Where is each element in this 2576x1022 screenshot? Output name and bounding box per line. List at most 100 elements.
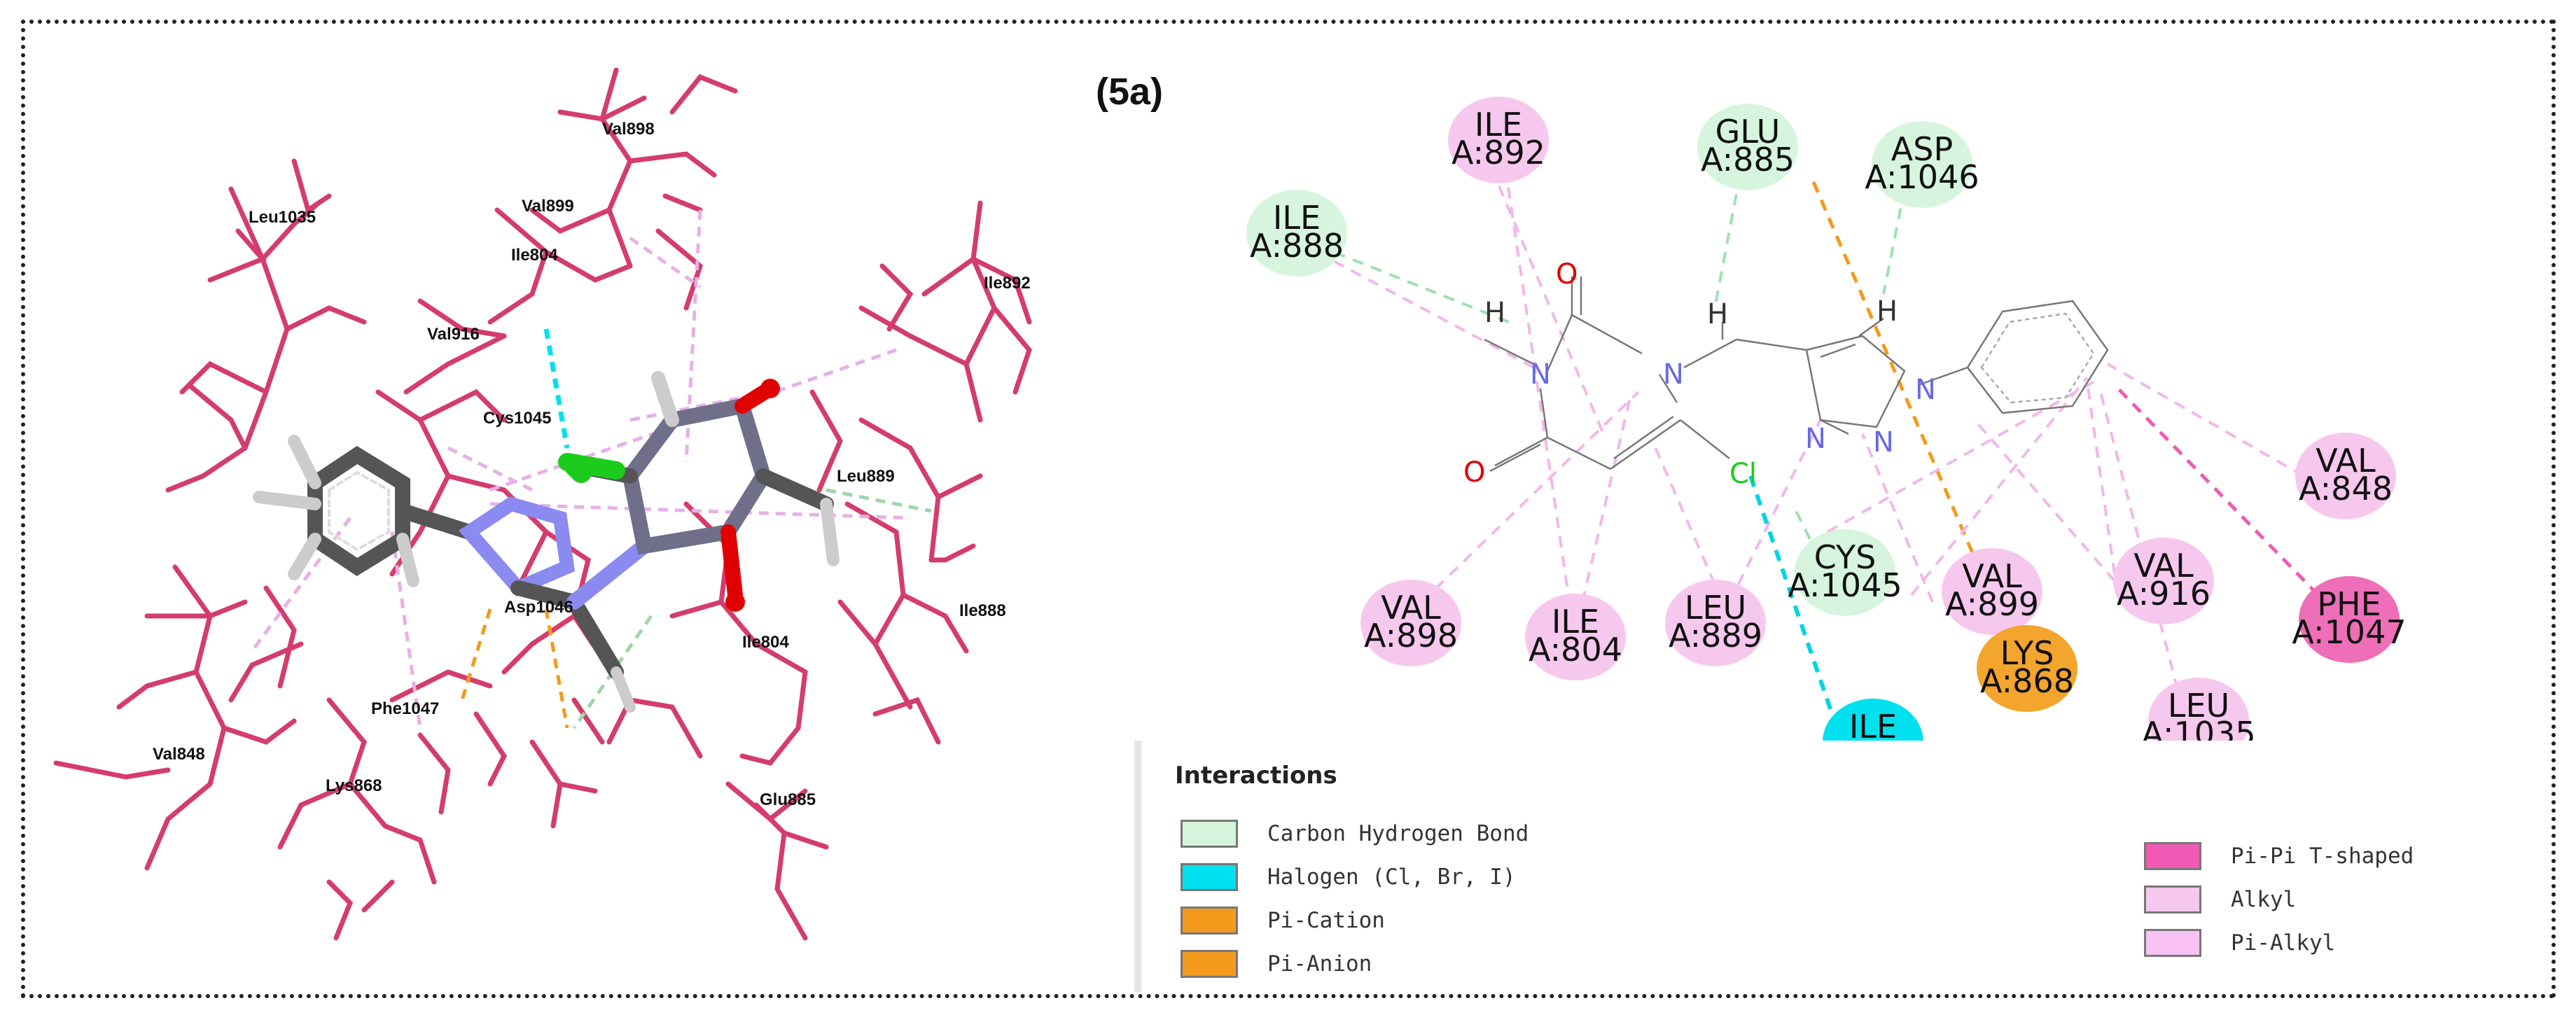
- legend-label: Pi-Pi T-shaped: [2231, 844, 2414, 869]
- residue-name: VAL: [2316, 442, 2376, 479]
- residue-id: A:1046: [1865, 158, 1979, 196]
- legend-swatch: [1181, 820, 1238, 848]
- legend-swatch: [1181, 906, 1238, 934]
- residue-label-ile804: Ile804: [742, 633, 789, 652]
- residue-label-leu889: Leu889: [837, 467, 895, 486]
- residue-disc: [1246, 190, 1347, 276]
- legend-swatch: [1181, 950, 1238, 978]
- residue-id: A:888: [1250, 227, 1344, 265]
- legend-item-halogen: Halogen (Cl, Br, I): [1181, 861, 1516, 893]
- residue-id: A:899: [1945, 585, 2039, 623]
- residue-label-val848: Val848: [153, 745, 205, 764]
- residue-disc: [1697, 104, 1798, 190]
- legend-label: Alkyl: [2231, 887, 2297, 912]
- ligand-structure-3d: [253, 371, 840, 713]
- legend-label: Pi-Alkyl: [2231, 930, 2336, 955]
- residue-labels-3d: Val898Leu1035Val899Ile804Ile892Val916Cys…: [153, 120, 1031, 809]
- legend-item-pi-anion: Pi-Anion: [1181, 948, 1372, 980]
- atom-cl: Cl: [1729, 458, 1757, 490]
- interactions-legend: Interactions Carbon Hydrogen Bond Haloge…: [1134, 741, 2414, 993]
- residue-disc: [2295, 433, 2396, 519]
- ligand-structure-2d: [1484, 276, 2109, 472]
- residue-label-cys1045: Cys1045: [483, 409, 551, 428]
- residue-name: ILE: [1552, 603, 1599, 640]
- atom-n: N: [1805, 423, 1826, 455]
- residue-label-ile804b: Ile804: [511, 246, 558, 265]
- legend-title: Interactions: [1175, 762, 1337, 790]
- residue-disc: [1360, 580, 1461, 666]
- interaction-lines-2d: [1316, 167, 2333, 722]
- residue-label-val916: Val916: [427, 325, 480, 344]
- legend-swatch: [2144, 929, 2201, 957]
- atom-labels-2d: O O N N N N N H H H Cl: [1463, 258, 1936, 490]
- residue-disc: [2113, 538, 2214, 624]
- residue-name: GLU: [1715, 113, 1781, 150]
- residue-name: PHE: [2317, 585, 2381, 623]
- legend-item-alkyl: Alkyl: [2144, 883, 2296, 916]
- residue-id: A:898: [1364, 617, 1458, 654]
- residue-label-ile888: Ile888: [959, 601, 1006, 620]
- residue-id: A:885: [1701, 141, 1795, 178]
- legend-label: Pi-Anion: [1267, 951, 1372, 976]
- legend-item-carbon-hydrogen-bond: Carbon Hydrogen Bond: [1181, 818, 1529, 850]
- figure-label: (5a): [1096, 71, 1164, 113]
- residue-disc: [1872, 121, 1972, 208]
- legend-label: Carbon Hydrogen Bond: [1267, 821, 1529, 846]
- residue-disc: [1525, 594, 1626, 680]
- residue-disc: [1977, 625, 2077, 712]
- residue-disc: [1795, 529, 1895, 616]
- residue-name: ILE: [1849, 708, 1897, 746]
- residue-id: A:848: [2299, 470, 2393, 507]
- residue-id: A:892: [1451, 134, 1545, 172]
- legend-swatch: [2144, 842, 2201, 870]
- legend-swatch: [1181, 863, 1238, 891]
- legend-label: Halogen (Cl, Br, I): [1267, 864, 1516, 890]
- residue-label-val899: Val899: [522, 197, 574, 216]
- residue-name: VAL: [2133, 547, 2194, 584]
- residue-label-phe1047: Phe1047: [371, 699, 439, 718]
- atom-n: N: [1663, 358, 1684, 391]
- residue-disc: [2299, 576, 2400, 663]
- residue-disc: [1448, 97, 1549, 183]
- figure-frame: [21, 20, 2556, 998]
- residue-label-ile892: Ile892: [984, 274, 1031, 293]
- atom-h: H: [1877, 295, 1898, 328]
- residue-name: ILE: [1273, 199, 1321, 237]
- atom-n: N: [1915, 374, 1936, 406]
- residue-name: ILE: [1475, 106, 1522, 144]
- residue-label-glu885: Glu885: [760, 790, 816, 809]
- legend-item-pi-cation: Pi-Cation: [1181, 904, 1385, 937]
- atom-h: H: [1484, 297, 1505, 329]
- legend-item-pi-alkyl: Pi-Alkyl: [2144, 927, 2335, 959]
- atom-n: N: [1873, 426, 1894, 458]
- atom-o: O: [1556, 258, 1578, 290]
- residue-name: LYS: [2000, 634, 2054, 672]
- residue-id: A:1045: [1788, 566, 1902, 604]
- atom-h: H: [1707, 298, 1728, 330]
- residue-label-val898: Val898: [602, 120, 655, 139]
- legend-item-pi-pi-t-shaped: Pi-Pi T-shaped: [2144, 840, 2414, 872]
- residue-id: A:916: [2117, 575, 2211, 612]
- residue-id: A:1047: [2292, 613, 2406, 651]
- legend-swatch: [2144, 886, 2201, 913]
- residue-name: LEU: [2168, 687, 2229, 724]
- docking-3d-view: Val898Leu1035Val899Ile804Ile892Val916Cys…: [53, 67, 1032, 941]
- residue-disc: [1665, 580, 1766, 666]
- residue-name: VAL: [1381, 589, 1441, 626]
- legend-label: Pi-Cation: [1267, 908, 1385, 933]
- residue-label-leu1035: Leu1035: [249, 208, 316, 227]
- residue-label-lys868: Lys868: [326, 776, 382, 795]
- residue-id: A:889: [1669, 617, 1762, 654]
